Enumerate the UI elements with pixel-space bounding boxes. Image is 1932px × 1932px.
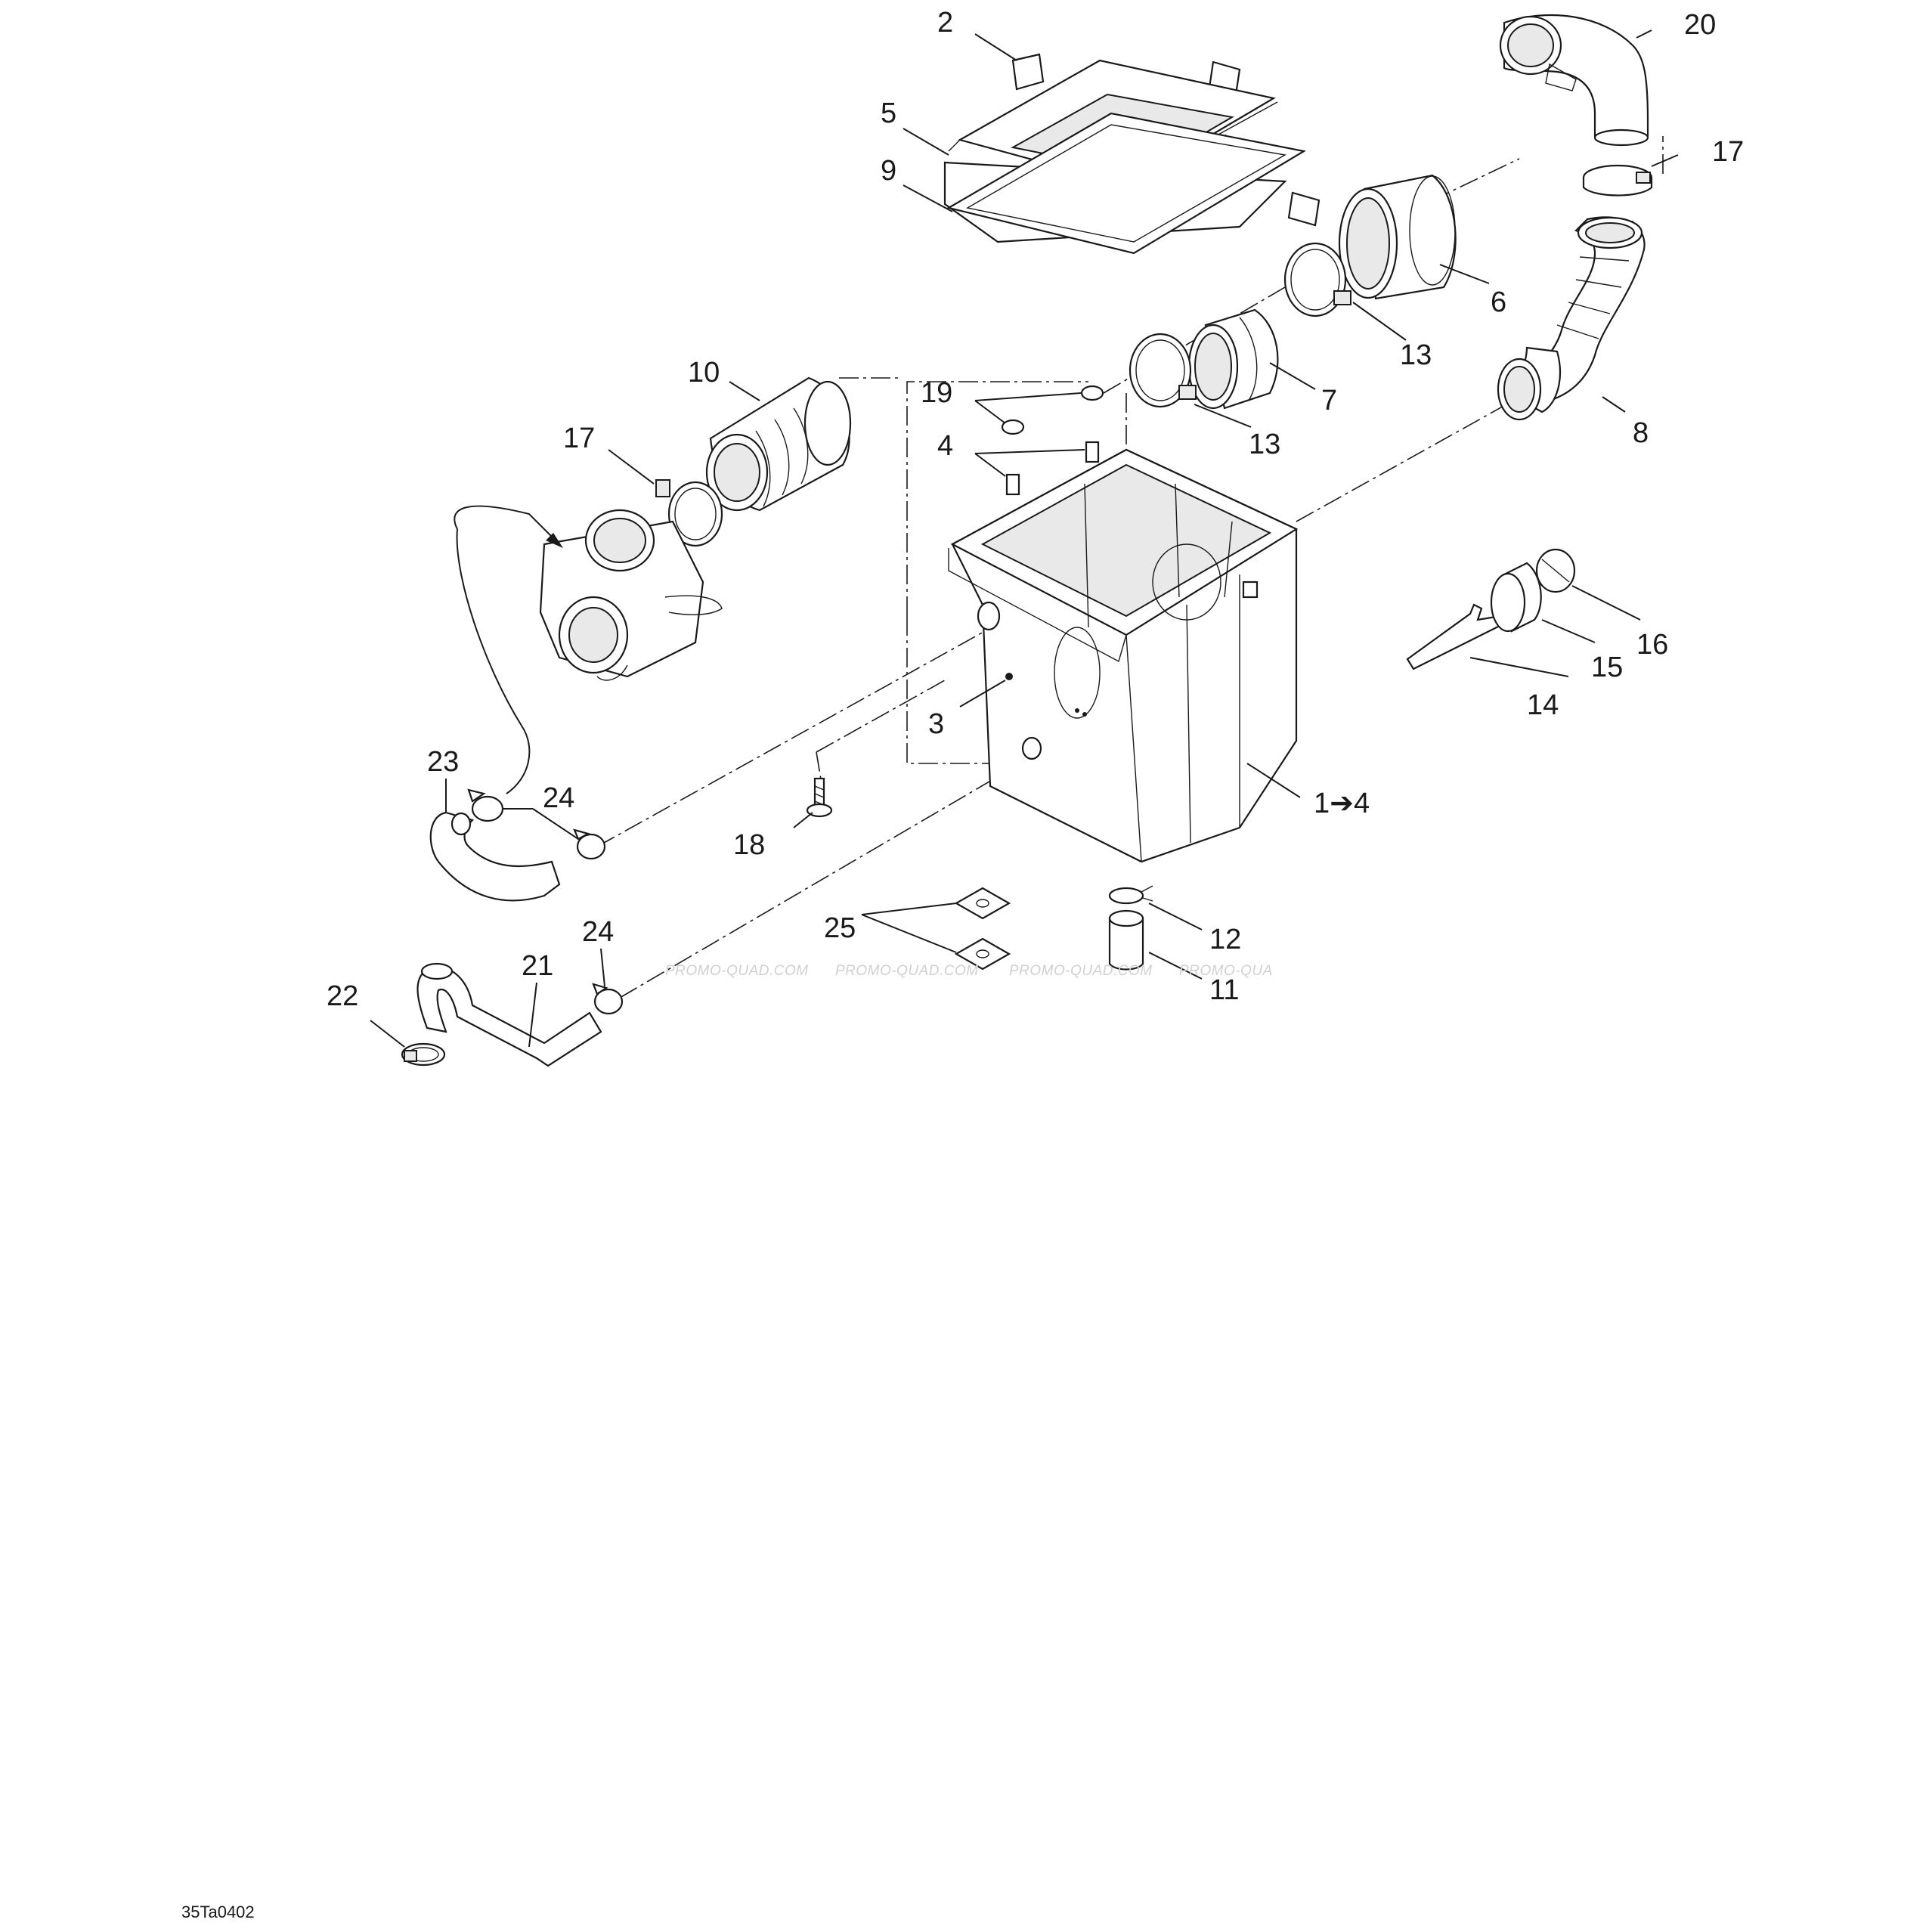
callout-16: 16	[1636, 629, 1668, 661]
watermark-text-3: PROMO-QUAD.COM	[1009, 963, 1153, 979]
sleeve-part-6	[1338, 174, 1457, 300]
callout-17-left: 17	[563, 423, 595, 454]
watermark-text-1: PROMO-QUAD.COM	[665, 963, 809, 979]
callout-21: 21	[522, 950, 553, 982]
cap-part-15	[1490, 562, 1542, 633]
drain-plug-part-11	[1108, 909, 1144, 971]
callout-20: 20	[1684, 9, 1716, 41]
hose-clamp-part-24-upper	[467, 788, 504, 822]
callout-24-upper: 24	[543, 782, 574, 814]
callout-13-lower: 13	[1249, 429, 1280, 460]
air-filter-part-9	[946, 112, 1307, 255]
callout-18: 18	[733, 829, 765, 861]
callout-6: 6	[1491, 286, 1506, 318]
callout-24-lower: 24	[582, 916, 614, 948]
callout-13-upper: 13	[1400, 339, 1432, 371]
hose-clamp-part-24-middle	[573, 828, 606, 860]
watermark: PROMO-QUAD.COM PROMO-QUAD.COM PROMO-QUAD…	[665, 963, 1273, 979]
intake-boot-part-10	[705, 376, 852, 512]
callout-19: 19	[921, 377, 952, 409]
airbox-housing-part-3	[948, 448, 1299, 863]
callout-22: 22	[327, 980, 358, 1012]
callout-9: 9	[881, 155, 896, 187]
clamp-part-12	[1108, 885, 1153, 905]
pads-part-25	[954, 887, 1011, 971]
drain-hose-part-21	[416, 962, 602, 1067]
intake-hose-part-8	[1497, 216, 1646, 421]
vent-hose-part-23	[429, 505, 563, 902]
leader-lines	[370, 29, 1679, 1048]
clips-part-2	[1011, 53, 1321, 227]
callout-1-to-4: 1➔4	[1314, 788, 1370, 819]
diagram-code: 35Ta0402	[181, 1903, 255, 1921]
callout-5: 5	[881, 98, 896, 129]
callout-12: 12	[1209, 924, 1241, 955]
watermark-text-2: PROMO-QUAD.COM	[835, 963, 979, 979]
callout-14: 14	[1527, 689, 1559, 721]
disc-part-16	[1535, 548, 1576, 593]
callout-4: 4	[937, 430, 953, 462]
callout-17-top: 17	[1712, 136, 1744, 168]
callout-3: 3	[928, 708, 944, 740]
callout-23: 23	[427, 746, 459, 778]
carburetor	[539, 509, 723, 681]
elbow-duct-part-20	[1499, 14, 1649, 147]
clamp-part-17-left	[655, 479, 723, 547]
callout-7: 7	[1321, 385, 1337, 416]
callout-labels: 2 20 17 5 9 6 13 7 13 8 10 17 19 4 3 1➔4…	[327, 7, 1744, 1012]
callout-25: 25	[824, 912, 856, 944]
screw-part-18	[806, 777, 833, 818]
callout-10: 10	[688, 357, 720, 389]
bracket-part-14	[1406, 603, 1506, 670]
coupler-part-7	[1187, 308, 1279, 410]
spacers-part-4	[1005, 441, 1100, 496]
clamp-part-13-lower	[1129, 333, 1197, 408]
callout-11: 11	[1209, 974, 1239, 1006]
callout-15: 15	[1591, 652, 1623, 683]
callout-2: 2	[937, 7, 953, 39]
clamp-part-17-top	[1582, 164, 1653, 197]
nuts-part-19	[1001, 385, 1104, 435]
hose-clamp-part-22	[401, 1042, 446, 1067]
hose-clamp-part-24-lower	[592, 983, 624, 1015]
clamp-part-13-upper	[1283, 242, 1351, 317]
callout-8: 8	[1633, 417, 1649, 449]
watermark-text-4: PROMO-QUA	[1179, 963, 1273, 979]
